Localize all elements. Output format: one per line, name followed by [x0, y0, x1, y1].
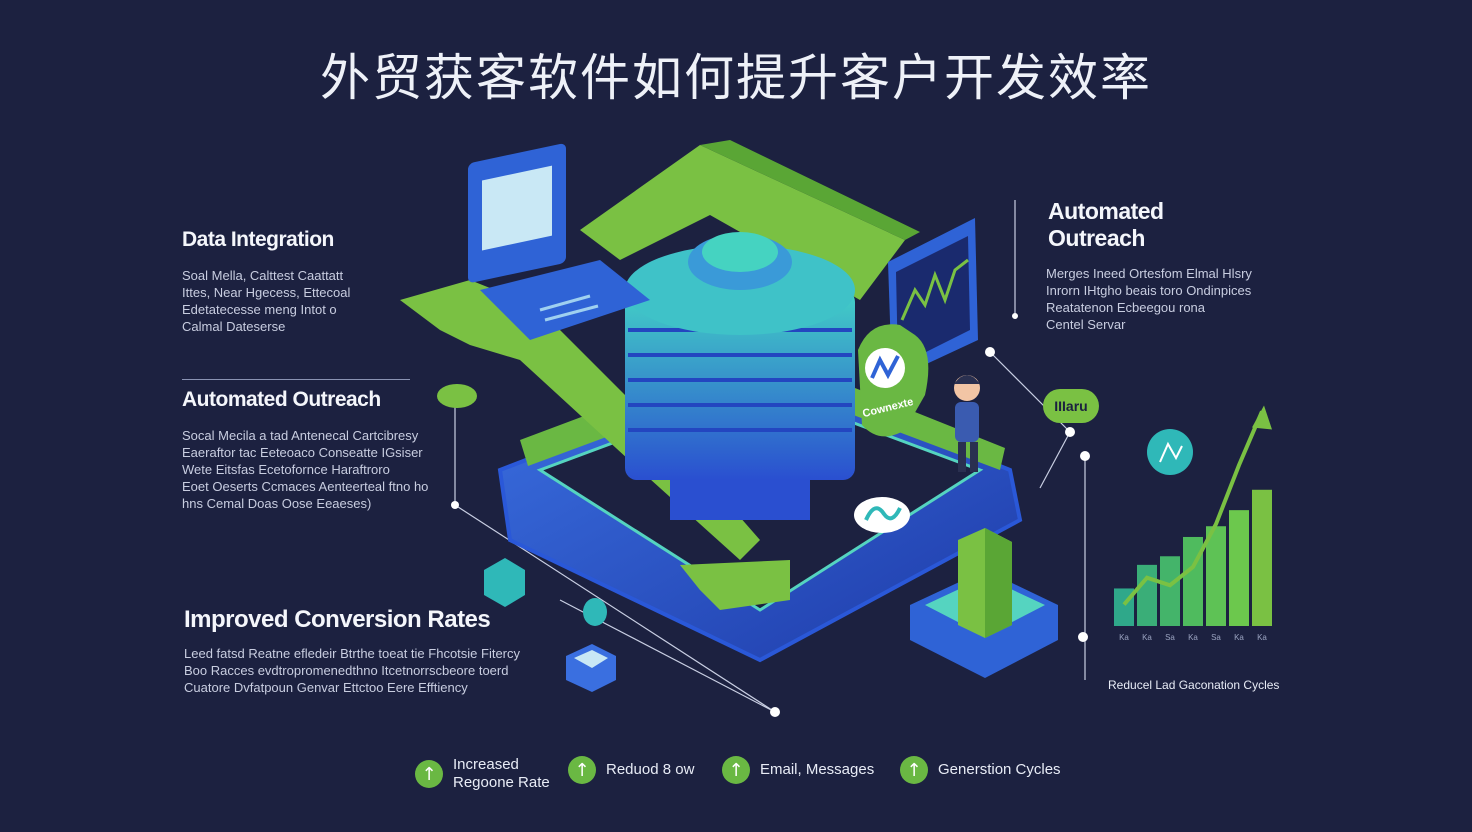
panel-heading-data-integration: Data Integration — [182, 228, 334, 251]
analytics-circle-icon — [1147, 429, 1193, 475]
chart-bar — [1229, 510, 1249, 626]
person-figure — [954, 375, 980, 472]
chart-bar — [1137, 564, 1157, 626]
chat-bubble-icon — [854, 497, 910, 533]
cube-icons — [484, 558, 616, 692]
legend-item-reduced: ↑ Reduod 8 ow — [568, 756, 694, 784]
connect-badge — [858, 324, 929, 437]
arrow-up-icon: ↑ — [415, 760, 443, 788]
chart-tick-label: Ka — [1142, 633, 1152, 642]
legend-item-generation-cycles: ↑ Generstion Cycles — [900, 756, 1061, 784]
arrow-up-icon: ↑ — [722, 756, 750, 784]
chip-block — [910, 528, 1058, 678]
chart-tick-label: Sa — [1165, 633, 1175, 642]
panel-body-automated-outreach: Socal Mecila a tad Antenecal Cartcibresy… — [182, 428, 429, 511]
chart-bar — [1252, 489, 1272, 626]
chart-tick-label: Ka — [1234, 633, 1244, 642]
legend-item-response-rate: ↑ Increased Regoone Rate — [415, 756, 550, 792]
server-stack — [625, 232, 855, 520]
divider — [182, 379, 410, 380]
monitor-left — [468, 143, 650, 340]
legend-item-email-messages: ↑ Email, Messages — [722, 756, 874, 784]
growth-bar-chart: Ka Ka Sa Ka Sa Ka Ka — [1114, 405, 1272, 642]
chart-bar — [1206, 526, 1226, 626]
connector-dots — [451, 313, 1090, 717]
chart-tick-label: Ka — [1119, 633, 1129, 642]
chart-caption: Reducel Lad Gaconation Cycles — [1108, 678, 1280, 692]
arrow-up-icon: ↑ — [900, 756, 928, 784]
page-title: 外贸获客软件如何提升客户开发效率 — [320, 49, 1152, 107]
panel-heading-automated-outreach: Automated Outreach — [182, 388, 381, 411]
panel-body-right-outreach: Merges Ineed Ortesfom Elmal Hlsry Inrorn… — [1046, 266, 1252, 332]
chart-trend-arrowhead — [1252, 405, 1272, 430]
panel-body-improved-conversion: Leed fatsd Reatne efledeir Btrthe toeat … — [184, 646, 521, 695]
arrow-up-icon: ↑ — [568, 756, 596, 784]
chart-tick-label: Ka — [1257, 633, 1267, 642]
chart-tick-label: Sa — [1211, 633, 1221, 642]
chart-trend-line — [1122, 410, 1264, 606]
panel-body-data-integration: Soal Mella, Calttest Caattatt Ittes, Nea… — [182, 268, 351, 334]
pill-left — [437, 384, 477, 408]
chart-bar — [1160, 556, 1180, 626]
panel-heading-improved-conversion: Improved Conversion Rates — [184, 606, 491, 633]
chart-tick-label: Ka — [1188, 633, 1198, 642]
pill-label: IIIaru — [1043, 389, 1099, 423]
panel-heading-right-outreach: Automated Outreach — [1048, 198, 1164, 251]
